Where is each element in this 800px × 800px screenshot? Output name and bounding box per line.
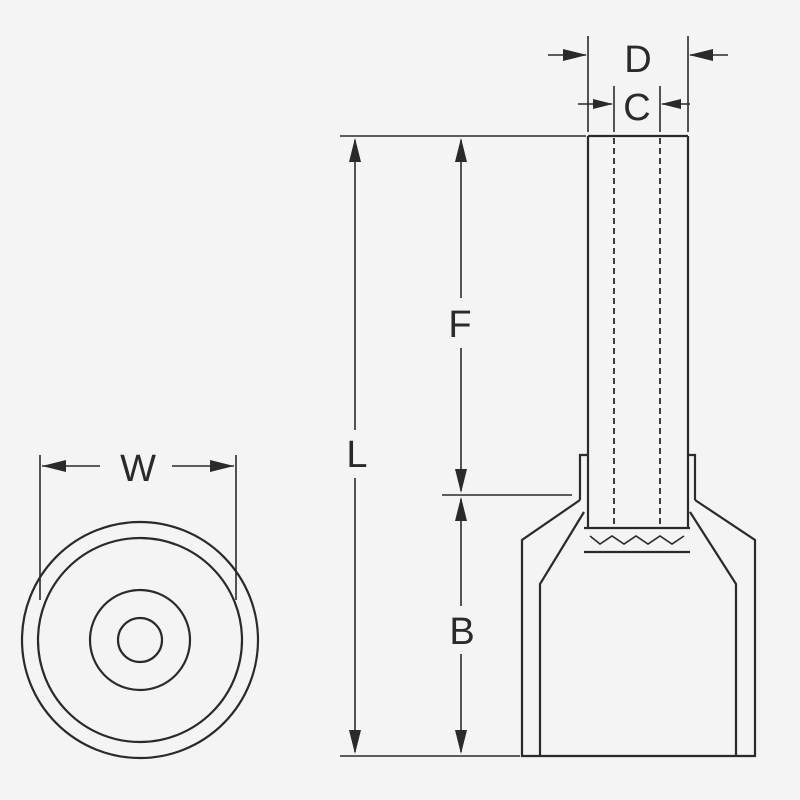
d-label: D: [624, 39, 651, 81]
c-dimension: C: [578, 86, 690, 132]
metal-tube: [586, 134, 690, 528]
end-view-collar-circle: [36, 536, 244, 744]
d-arrow-right: [689, 49, 713, 61]
l-label: L: [346, 434, 367, 476]
f-arrow-bottom: [455, 469, 467, 493]
c-arrow-right: [661, 99, 681, 109]
d-arrow-left: [563, 49, 587, 61]
side-view: D C L F: [340, 36, 757, 758]
f-dimension: F: [448, 138, 472, 493]
plastic-collar: [520, 453, 757, 758]
d-dimension: D: [548, 36, 728, 132]
w-dimension: W: [39, 448, 237, 600]
w-arrow-left: [42, 460, 66, 472]
collar-outer-shell: [520, 499, 757, 758]
l-dimension: L: [346, 138, 368, 754]
collar-inner-funnel: [538, 511, 585, 756]
c-label: C: [623, 87, 650, 129]
b-label: B: [449, 611, 474, 653]
f-arrow-top: [455, 138, 467, 162]
b-arrow-bottom: [455, 730, 467, 754]
w-label: W: [120, 448, 156, 490]
f-label: F: [448, 304, 471, 346]
w-arrow-right: [210, 460, 234, 472]
end-view-sleeve-circle: [88, 588, 192, 692]
c-arrow-left: [593, 99, 613, 109]
l-arrow-top: [349, 138, 361, 162]
end-view-outer-circle: [20, 520, 260, 760]
end-view-bore-circle: [116, 616, 164, 664]
crimp-zigzag: [589, 535, 685, 545]
b-dimension: B: [449, 497, 475, 754]
l-arrow-bottom: [349, 730, 361, 754]
end-view: W: [20, 448, 260, 760]
b-arrow-top: [455, 497, 467, 521]
